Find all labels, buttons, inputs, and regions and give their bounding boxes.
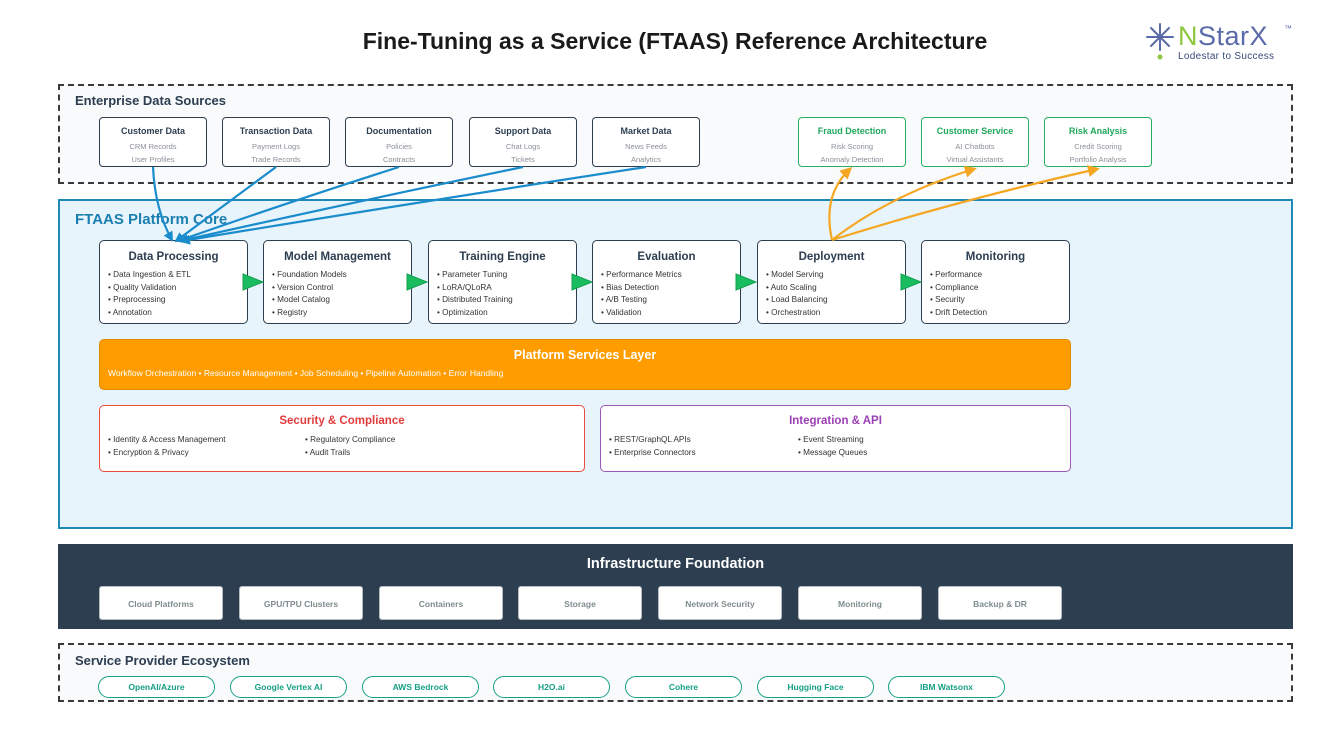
platform-services-layer: Platform Services Layer Workflow Orchest… — [99, 339, 1071, 390]
provider-pill: IBM Watsonx — [888, 676, 1005, 698]
star-icon — [1146, 23, 1174, 60]
security-compliance-panel: Security & Compliance • Identity & Acces… — [99, 405, 585, 472]
flow-arrow — [735, 273, 758, 291]
enterprise-section-label: Enterprise Data Sources — [75, 93, 227, 108]
infra-item: Network Security — [658, 586, 782, 620]
flow-arrow — [242, 273, 265, 291]
stage-training-engine: Training Engine • Parameter Tuning• LoRA… — [428, 240, 577, 324]
output-arrow — [831, 165, 1100, 242]
stage-data-processing: Data Processing • Data Ingestion & ETL• … — [99, 240, 248, 324]
logo-wordmark: NStarX — [1178, 21, 1269, 51]
integration-title: Integration & API — [789, 415, 882, 427]
stage-deployment: Deployment • Model Serving• Auto Scaling… — [757, 240, 906, 324]
provider-pill: Cohere — [625, 676, 742, 698]
integration-api-panel: Integration & API • REST/GraphQL APIs• E… — [600, 405, 1071, 472]
output-arrow — [828, 166, 853, 241]
ecosystem-section-label: Service Provider Ecosystem — [75, 653, 250, 668]
services-subtitle: Workflow Orchestration • Resource Manage… — [108, 368, 504, 378]
infra-item: Cloud Platforms — [99, 586, 223, 620]
logo-trademark: ™ — [1284, 24, 1292, 33]
services-title: Platform Services Layer — [513, 348, 657, 362]
provider-pill: Google Vertex AI — [230, 676, 347, 698]
logo-tagline: Lodestar to Success — [1178, 51, 1275, 62]
flow-arrow — [900, 273, 923, 291]
flow-arrow — [571, 273, 594, 291]
core-section-label: FTAAS Platform Core — [75, 211, 228, 228]
provider-pill: AWS Bedrock — [362, 676, 479, 698]
infra-item: Monitoring — [798, 586, 922, 620]
security-title: Security & Compliance — [279, 415, 405, 427]
stage-monitoring: Monitoring • Performance• Compliance• Se… — [921, 240, 1070, 324]
input-arrow — [151, 166, 173, 242]
input-arrow — [174, 166, 277, 243]
infra-title: Infrastructure Foundation — [586, 556, 765, 572]
output-arrow — [831, 165, 977, 241]
nstarx-logo: NStarX ™ Lodestar to Success — [1146, 21, 1306, 66]
page-title: Fine-Tuning as a Service (FTAAS) Referen… — [362, 28, 988, 54]
stage-model-management: Model Management • Foundation Models• Ve… — [263, 240, 412, 324]
input-arrow — [180, 165, 647, 245]
provider-pill: Hugging Face — [757, 676, 874, 698]
infra-item: GPU/TPU Clusters — [239, 586, 363, 620]
infra-item: Storage — [518, 586, 642, 620]
input-arrow — [176, 165, 400, 244]
flow-arrow — [406, 273, 429, 291]
provider-pill: OpenAI/Azure — [98, 676, 215, 698]
infra-item: Containers — [379, 586, 503, 620]
infra-item: Backup & DR — [938, 586, 1062, 620]
provider-pill: H2O.ai — [493, 676, 610, 698]
input-arrow — [178, 165, 524, 245]
